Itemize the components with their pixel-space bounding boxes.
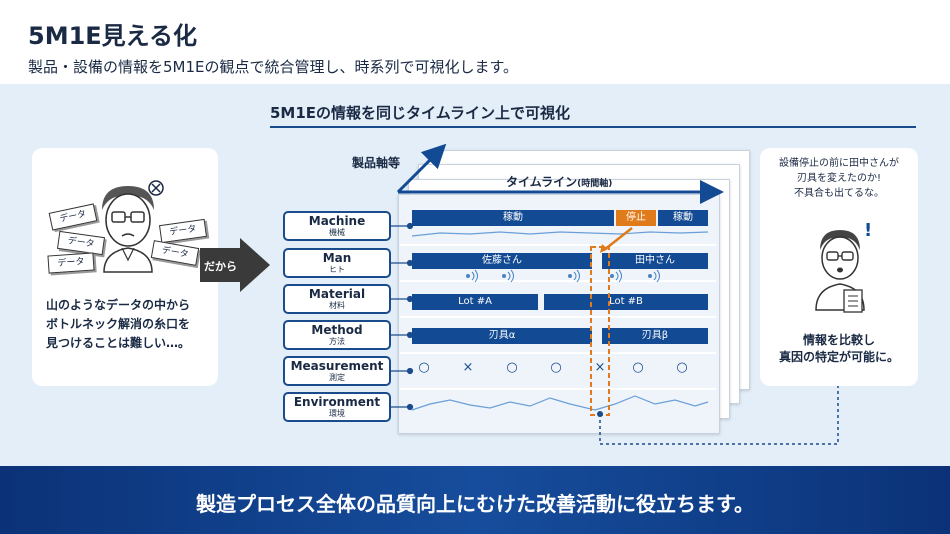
measurement-ng-mark: ×: [462, 360, 474, 375]
machine-stop-bar: 停止: [616, 210, 656, 226]
category-machine: Machine 機械: [283, 211, 391, 241]
measurement-ng-mark: ×: [594, 360, 606, 375]
category-ja: 機械: [329, 228, 345, 237]
category-ja: ヒト: [329, 265, 345, 274]
left-problem-card: データ データ データ データ データ 山のようなデータの中から ボトルネック解…: [32, 148, 218, 386]
category-en: Machine: [308, 214, 366, 228]
measurement-ok-mark: ○: [632, 360, 644, 375]
insight-conclusion: 情報を比較し 真因の特定が可能に。: [778, 333, 899, 364]
man-tanaka-bar: 田中さん: [602, 253, 708, 269]
page-title: 5M1E見える化: [28, 22, 197, 50]
footer-banner: 製造プロセス全体の品質向上にむけた改善活動に役立ちます。: [0, 466, 950, 534]
section-rule: [270, 126, 916, 128]
measurement-ok-mark: ○: [418, 360, 430, 375]
category-environment: Environment 環境: [283, 392, 391, 422]
category-en: Environment: [293, 395, 381, 409]
category-en: Man: [322, 251, 352, 265]
timeline-axis-label: タイムライン(時間軸): [506, 173, 612, 190]
method-tool-alpha-bar: 刃具α: [412, 328, 592, 344]
page-subtitle: 製品・設備の情報を5M1Eの観点で統合管理し、時系列で可視化します。: [28, 58, 519, 76]
category-en: Measurement: [290, 359, 384, 373]
category-ja: 環境: [329, 409, 345, 418]
category-man: Man ヒト: [283, 248, 391, 278]
material-lot-a-bar: Lot #A: [412, 294, 538, 310]
timeline-axis-main: タイムライン: [506, 175, 578, 189]
machine-running-bar-2: 稼動: [658, 210, 708, 226]
category-ja: 材料: [329, 301, 345, 310]
svg-text:!: !: [864, 220, 872, 241]
category-en: Method: [311, 323, 363, 337]
footer-text: 製造プロセス全体の品質向上にむけた改善活動に役立ちます。: [196, 492, 754, 516]
connector-label: だから: [204, 260, 237, 273]
category-material: Material 材料: [283, 284, 391, 314]
timeline-axis-sub: (時間軸): [577, 179, 613, 189]
left-caption: 山のようなデータの中から ボトルネック解消の糸口を 見つけることは難しい…。: [46, 298, 191, 350]
measurement-ok-mark: ○: [550, 360, 562, 375]
insight-caption: 設備停止の前に田中さんが 刃具を変えたのか! 不具合も出てるな。: [779, 158, 899, 199]
connector-arrow: [200, 248, 240, 282]
worried-person-icon: [102, 180, 164, 273]
right-insight-card: 設備停止の前に田中さんが 刃具を変えたのか! 不具合も出てるな。 ! 情報を比較…: [760, 148, 918, 386]
product-axis-label: 製品軸等: [352, 156, 401, 170]
section-title: 5M1Eの情報を同じタイムライン上で可視化: [270, 104, 570, 122]
man-sato-bar: 佐藤さん: [412, 253, 592, 269]
machine-running-bar: 稼動: [412, 210, 614, 226]
realizing-person-icon: !: [815, 220, 872, 313]
data-tag: データ: [47, 252, 95, 274]
measurement-ok-mark: ○: [676, 360, 688, 375]
category-ja: 測定: [329, 373, 345, 382]
measurement-ok-mark: ○: [506, 360, 518, 375]
category-en: Material: [308, 287, 366, 301]
material-lot-b-bar: Lot #B: [544, 294, 708, 310]
data-overload-illustration: [102, 180, 164, 273]
timeline-sheet-front: [398, 194, 720, 434]
connector-arrow-head: [240, 238, 270, 292]
category-ja: 方法: [329, 337, 345, 346]
category-measurement: Measurement 測定: [283, 356, 391, 386]
category-method: Method 方法: [283, 320, 391, 350]
method-tool-beta-bar: 刃具β: [602, 328, 708, 344]
